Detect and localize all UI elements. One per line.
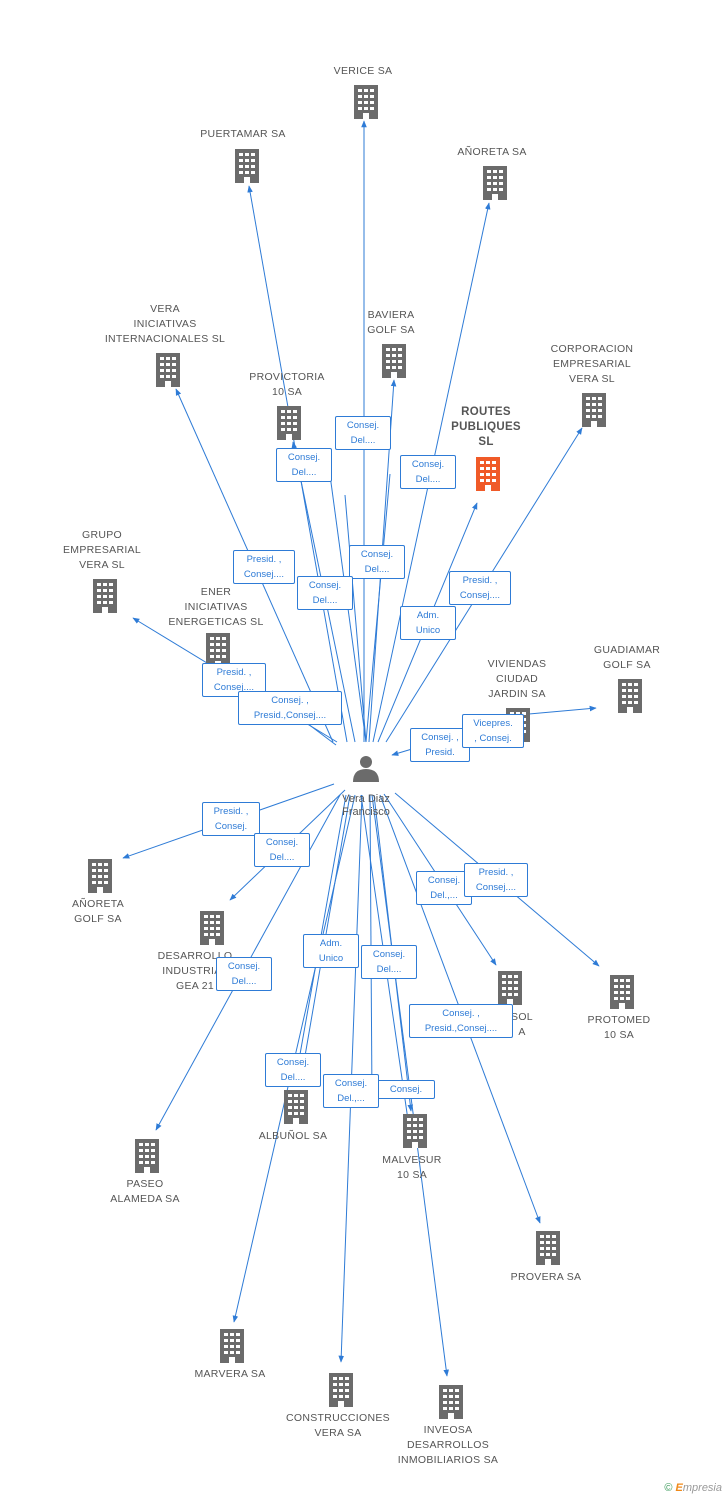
company-label-anoreta[interactable]: AÑORETA SA (457, 146, 527, 158)
building-icon-sol[interactable] (498, 971, 522, 1005)
building-icon-corporacion[interactable] (582, 393, 606, 427)
company-label-routes[interactable]: ROUTES PUBLIQUES SL (451, 406, 521, 448)
company-label-desarrollo[interactable]: DESARROLLO INDUSTRIAL GEA 21 (157, 950, 233, 992)
edge-label-desarrollo[interactable]: Consej. Del.... (254, 833, 310, 867)
building-icon-albunol[interactable] (284, 1090, 308, 1124)
brand-name: mpresia (682, 1482, 722, 1494)
company-label-sol[interactable]: SOL A (511, 1011, 533, 1038)
building-icon-guadiamar[interactable] (618, 679, 642, 713)
edge-label-paseo[interactable]: Consej. Del.... (216, 957, 272, 991)
edge-label-protomed[interactable]: Presid. , Consej.... (464, 863, 528, 897)
person-name[interactable]: Vera Diaz Francisco (342, 793, 390, 818)
building-icon-construcciones[interactable] (329, 1373, 353, 1407)
building-icon-ener[interactable] (206, 633, 230, 667)
footer-brand: ©Empresia (664, 1482, 722, 1494)
edge-label-marvera[interactable]: Adm. Unico (303, 934, 359, 968)
company-label-provera[interactable]: PROVERA SA (510, 1271, 582, 1283)
person-icon[interactable] (353, 756, 379, 782)
company-label-anoreta_golf[interactable]: AÑORETA GOLF SA (71, 898, 125, 925)
edge-label-malvesur[interactable]: Consej. (377, 1080, 435, 1099)
nodes-layer (88, 85, 642, 1419)
company-label-ener[interactable]: ENER INICIATIVAS ENERGETICAS SL (168, 586, 264, 628)
edge-label-extra3[interactable]: Consej. Del.... (400, 455, 456, 489)
edge-label-provera[interactable]: Consej. , Presid.,Consej.... (409, 1004, 513, 1038)
building-icon-baviera[interactable] (382, 344, 406, 378)
building-icon-anoreta_golf[interactable] (88, 859, 112, 893)
edge-label-guadiamar[interactable]: Vicepres. , Consej. (462, 714, 524, 748)
edge-label-vera_iniciativas[interactable]: Presid. , Consej.... (233, 550, 295, 584)
copyright-icon: © (664, 1482, 673, 1494)
building-icon-provictoria[interactable] (277, 406, 301, 440)
company-label-construcciones[interactable]: CONSTRUCCIONES VERA SA (286, 1412, 390, 1439)
edge-label-albunol[interactable]: Consej. Del.... (265, 1053, 321, 1087)
edge-label-anoreta_golf[interactable]: Presid. , Consej. (202, 802, 260, 836)
edge-label-construcciones[interactable]: Consej. Del.,... (323, 1074, 379, 1108)
company-label-provictoria[interactable]: PROVICTORIA 10 SA (249, 371, 325, 398)
building-icon-anoreta[interactable] (483, 166, 507, 200)
company-label-puertamar[interactable]: PUERTAMAR SA (200, 128, 286, 140)
building-icon-inveosa[interactable] (439, 1385, 463, 1419)
company-label-inveosa[interactable]: INVEOSA DESARROLLOS INMOBILIARIOS SA (397, 1424, 499, 1466)
building-icon-desarrollo[interactable] (200, 911, 224, 945)
building-icon-verice[interactable] (354, 85, 378, 119)
building-icon-vera_iniciativas[interactable] (156, 353, 180, 387)
building-icon-malvesur[interactable] (403, 1114, 427, 1148)
building-icon-protomed[interactable] (610, 975, 634, 1009)
brand-initial: E (675, 1482, 683, 1494)
company-label-protomed[interactable]: PROTOMED 10 SA (587, 1014, 651, 1041)
edge-label-routes[interactable]: Adm. Unico (400, 606, 456, 640)
building-icon-marvera[interactable] (220, 1329, 244, 1363)
edge-label-ener[interactable]: Consej. , Presid.,Consej.... (238, 691, 342, 725)
company-label-marvera[interactable]: MARVERA SA (194, 1368, 266, 1380)
edge-label-extra2[interactable]: Consej. Del.... (297, 576, 353, 610)
company-label-paseo[interactable]: PASEO ALAMEDA SA (110, 1178, 180, 1205)
company-label-malvesur[interactable]: MALVESUR 10 SA (382, 1154, 442, 1181)
building-icon-paseo[interactable] (135, 1139, 159, 1173)
edge-label-extra1[interactable]: Consej. Del.... (349, 545, 405, 579)
edge-label-baviera[interactable]: Consej. Del.... (335, 416, 391, 450)
edge-label-sol[interactable]: Consej. Del.,... (416, 871, 472, 905)
building-icon-routes[interactable] (476, 457, 500, 491)
building-icon-provera[interactable] (536, 1231, 560, 1265)
building-icon-puertamar[interactable] (235, 149, 259, 183)
company-label-corporacion[interactable]: CORPORACION EMPRESARIAL VERA SL (550, 343, 634, 385)
edge-label-inveosa[interactable]: Consej. Del.... (361, 945, 417, 979)
company-label-albunol[interactable]: ALBUÑOL SA (258, 1130, 328, 1142)
company-label-viviendas[interactable]: VIVIENDAS CIUDAD JARDIN SA (487, 658, 547, 700)
edge-line-extra-1 (344, 494, 367, 743)
edge-label-viviendas[interactable]: Consej. , Presid. (410, 728, 470, 762)
company-label-guadiamar[interactable]: GUADIAMAR GOLF SA (593, 644, 661, 671)
edge-label-provictoria[interactable]: Consej. Del.... (276, 448, 332, 482)
company-label-grupo[interactable]: GRUPO EMPRESARIAL VERA SL (63, 529, 141, 571)
edge-label-corporacion[interactable]: Presid. , Consej.... (449, 571, 511, 605)
edge-line-extra-6 (298, 794, 347, 1061)
building-icon-grupo[interactable] (93, 579, 117, 613)
company-label-vera_iniciativas[interactable]: VERA INICIATIVAS INTERNACIONALES SL (104, 303, 226, 345)
company-label-baviera[interactable]: BAVIERA GOLF SA (367, 309, 415, 336)
company-label-verice[interactable]: VERICE SA (333, 65, 393, 77)
